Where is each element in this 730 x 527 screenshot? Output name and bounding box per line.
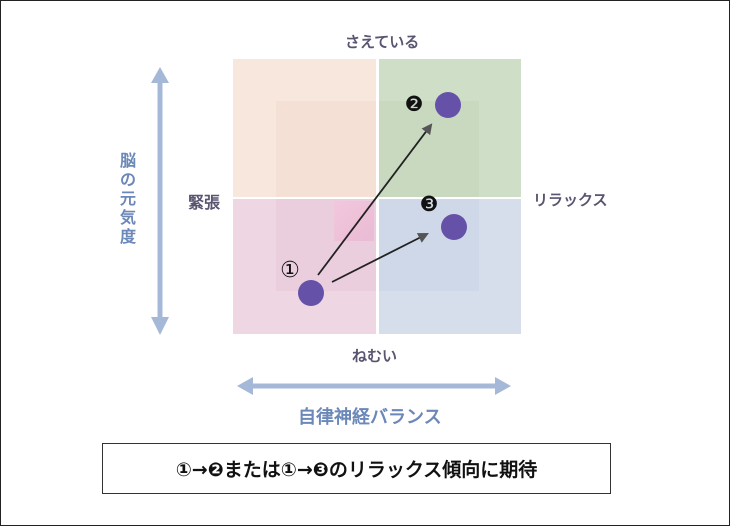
label-awake: さえている	[345, 33, 420, 51]
marker-3: ❸	[420, 192, 439, 216]
state-dot-2	[435, 92, 461, 118]
vertical-axis-arrow	[151, 67, 169, 335]
quadrant-shade-top-right	[379, 101, 479, 197]
label-relax: リラックス	[533, 191, 608, 209]
caption-text: ①→❷または①→❸のリラックス傾向に期待	[175, 459, 538, 481]
center-highlight	[334, 201, 374, 241]
marker-1: ①	[280, 258, 300, 283]
label-sleepy: ねむい	[352, 347, 398, 365]
horizontal-axis-title: 自律神経バランス	[298, 407, 442, 428]
label-tension: 緊張	[188, 193, 221, 212]
arrow-1-to-2	[317, 123, 433, 276]
state-dot-3	[441, 214, 467, 240]
state-dot-1	[298, 280, 324, 306]
quadrant-shade-bottom-right	[379, 199, 479, 291]
caption-box: ①→❷または①→❸のリラックス傾向に期待	[102, 443, 611, 494]
vertical-axis-title: 脳の元気度	[119, 151, 136, 246]
marker-2: ❷	[405, 92, 424, 116]
arrow-1-to-3	[331, 233, 429, 283]
quadrant-shade-top-left	[276, 101, 376, 197]
horizontal-axis-arrow	[237, 377, 511, 395]
